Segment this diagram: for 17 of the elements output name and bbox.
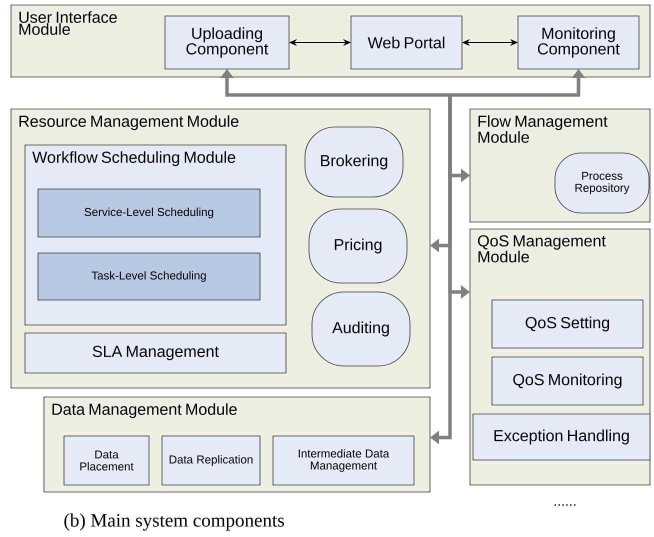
caption: (b) Main system components xyxy=(64,513,284,531)
component-box: QoS Monitoring xyxy=(492,356,644,406)
rounded-box: Process Repository xyxy=(554,152,650,214)
component-box: QoS Setting xyxy=(492,300,644,348)
component-box: Uploading Component xyxy=(164,16,290,70)
component-box: Data Placement xyxy=(64,436,150,486)
component-box: Data Replication xyxy=(162,436,260,486)
component-box: Exception Handling xyxy=(472,414,650,460)
component-box: SLA Management xyxy=(24,332,286,374)
component-box: Intermediate Data Management xyxy=(272,436,414,486)
scheduling-box: Service-Level Scheduling xyxy=(38,188,260,238)
scheduling-box: Task-Level Scheduling xyxy=(38,252,260,300)
component-box: Web Portal xyxy=(350,16,462,70)
ellipsis: ...... xyxy=(554,504,576,506)
rounded-box: Auditing xyxy=(312,292,410,366)
rounded-box: Pricing xyxy=(308,208,408,284)
component-box: Monitoring Component xyxy=(518,16,640,70)
